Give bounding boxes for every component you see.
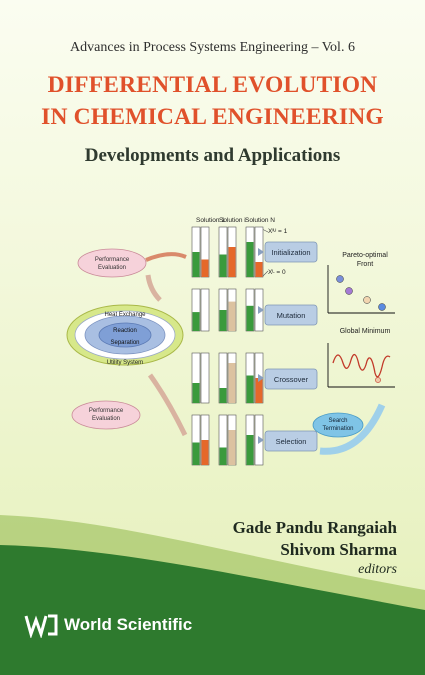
svg-text:Performance: Performance — [89, 408, 124, 414]
step-selection: Selection — [264, 430, 318, 452]
solution-n-label: Solution N — [245, 217, 275, 224]
step-crossover-label: Crossover — [274, 375, 309, 384]
solution-bar-fill — [246, 375, 254, 403]
global-minimum-plot: Global Minimum — [327, 328, 395, 388]
editor-name-1: Gade Pandu Rangaiah — [232, 518, 397, 537]
pareto-front-plot: Pareto-optimal Front — [327, 252, 395, 314]
publisher-name: World Scientific — [64, 615, 193, 634]
solution-bar-fill — [219, 388, 227, 403]
solution-bar-fill — [201, 440, 209, 465]
arrow-icon — [147, 373, 188, 437]
performance-evaluation-top: Performance Evaluation — [77, 248, 147, 278]
search-termination: Search Termination — [312, 412, 364, 438]
solution-bar-fill — [201, 259, 209, 277]
svg-text:Termination: Termination — [322, 426, 353, 432]
series-title: Advances in Process Systems Engineering … — [70, 40, 355, 55]
arrow-icon — [258, 374, 264, 382]
ws-logo-icon — [24, 614, 58, 638]
book-subtitle: Developments and Applications — [84, 145, 341, 166]
arrow-icon — [258, 436, 264, 444]
step-selection-label: Selection — [276, 437, 307, 446]
step-crossover: Crossover — [264, 368, 318, 390]
upper-bound-label: Xᴵᵁ = 1 — [268, 228, 288, 235]
solution-bar-fill — [219, 254, 227, 277]
step-initialization-label: Initialization — [271, 248, 310, 257]
step-mutation: Mutation — [264, 304, 318, 326]
svg-text:Performance: Performance — [95, 257, 130, 263]
solution-i-label: Solution i — [219, 217, 246, 224]
book-title-line1: DIFFERENTIAL EVOLUTION — [47, 72, 378, 98]
solution-1-label: Solution 1 — [196, 217, 225, 224]
de-process-diagram: Solution 1 Solution i Solution N Xᴵᵁ = 1… — [66, 217, 395, 466]
editor-name-2: Shivom Sharma — [280, 540, 397, 559]
solution-bar-fill — [246, 435, 254, 465]
book-title-line2: IN CHEMICAL ENGINEERING — [41, 104, 384, 130]
lower-bound-label: Xᴸ = 0 — [268, 269, 286, 276]
svg-text:Heat Exchange: Heat Exchange — [104, 312, 146, 318]
solution-bar-fill — [192, 252, 200, 277]
arrow-icon — [258, 248, 264, 256]
svg-text:Reaction: Reaction — [113, 328, 137, 334]
solution-bar-frame — [200, 288, 210, 332]
svg-text:Separation: Separation — [110, 340, 139, 346]
process-system-rings: Heat Exchange Reaction Separation Utilit… — [66, 304, 184, 366]
svg-text:Utility System: Utility System — [107, 360, 143, 366]
arrow-icon — [145, 274, 162, 302]
step-mutation-label: Mutation — [277, 311, 306, 320]
svg-text:Evaluation: Evaluation — [92, 416, 120, 422]
solution-bar-fill — [219, 447, 227, 465]
solution-bar-fill — [255, 378, 263, 403]
solution-bar-fill — [228, 430, 236, 465]
editors-label: editors — [358, 562, 397, 577]
solution-bar-fill — [228, 363, 236, 403]
publisher: World Scientific — [24, 612, 192, 638]
solution-bar-fill — [192, 312, 200, 331]
solution-bar-fill — [228, 247, 236, 277]
svg-text:Evaluation: Evaluation — [98, 265, 126, 271]
solution-bar-fill — [246, 242, 254, 277]
svg-text:Search: Search — [328, 418, 347, 424]
arrow-icon — [319, 403, 386, 455]
step-initialization: Initialization — [264, 241, 318, 263]
solution-bar-fill — [192, 383, 200, 403]
solution-bar-fill — [219, 310, 227, 331]
svg-text:Global Minimum: Global Minimum — [340, 328, 391, 335]
arrow-icon — [145, 252, 187, 262]
solution-bar-fill — [246, 305, 254, 331]
performance-evaluation-bottom: Performance Evaluation — [71, 400, 141, 430]
solution-bar-fill — [192, 442, 200, 465]
svg-text:Front: Front — [357, 261, 373, 268]
arrow-icon — [258, 306, 264, 314]
svg-text:Pareto-optimal: Pareto-optimal — [342, 252, 388, 259]
solution-bar-frame — [200, 352, 210, 404]
solution-bar-fill — [255, 262, 263, 277]
solution-bar-fill — [228, 301, 236, 331]
